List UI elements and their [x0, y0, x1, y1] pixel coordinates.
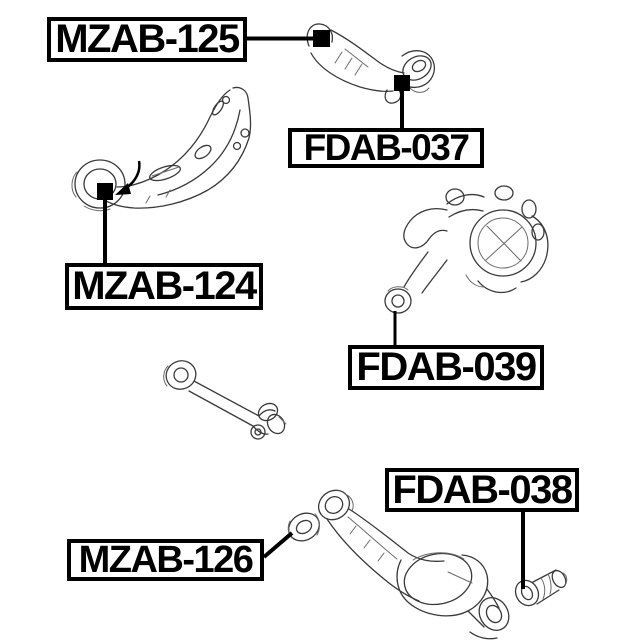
leader-line-mzab-126	[262, 531, 294, 559]
leader-lines	[103, 36, 525, 589]
arm-bushing-drawing	[287, 512, 320, 542]
stepped-bushing-drawing	[514, 569, 568, 607]
insertion-arrow-icon	[115, 160, 141, 195]
part-label-mzab-124: MZAB-124	[65, 263, 263, 310]
attachment-marker-fdab-037	[394, 75, 410, 91]
part-label-text: FDAB-039	[356, 345, 537, 389]
part-label-text: FDAB-038	[392, 468, 573, 512]
part-label-text: MZAB-125	[55, 17, 240, 61]
part-label-mzab-125: MZAB-125	[47, 17, 247, 62]
part-label-text: FDAB-037	[303, 128, 470, 168]
part-label-fdab-037: FDAB-037	[288, 128, 484, 168]
rear-lower-control-arm-drawing	[317, 489, 510, 640]
part-label-text: MZAB-126	[78, 539, 254, 581]
part-label-mzab-126: MZAB-126	[67, 539, 264, 581]
part-label-text: MZAB-124	[72, 264, 257, 308]
attachment-markers	[97, 30, 410, 200]
attachment-marker-mzab-124	[97, 183, 113, 200]
rear-lateral-link-drawing	[163, 360, 287, 440]
rear-knuckle-hub-drawing	[384, 185, 549, 314]
part-label-fdab-039: FDAB-039	[348, 345, 544, 390]
attachment-marker-mzab-125	[313, 30, 330, 47]
part-label-fdab-038: FDAB-038	[385, 468, 579, 512]
